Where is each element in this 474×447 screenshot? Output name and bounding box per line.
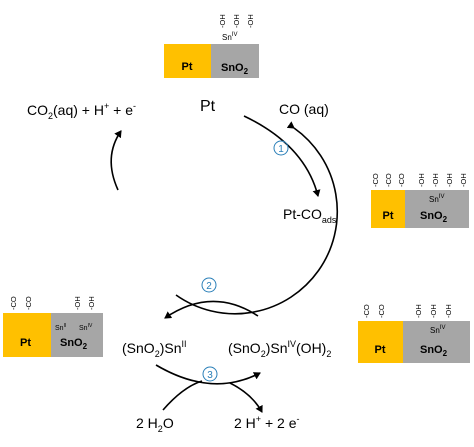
water-activation-arrow — [155, 364, 261, 385]
co-group-1: -CO — [371, 173, 380, 187]
surface-schematic-right: Pt SnO2 SnIV -CO -CO -CO -OH -OH -OH -OH — [371, 173, 469, 228]
pt-block — [358, 321, 403, 363]
sno2-block — [403, 321, 470, 363]
proton-electron-label: 2 H+ + 2 e- — [234, 414, 299, 431]
co-group-1: -CO — [9, 296, 18, 310]
oh-group-1: -OH — [218, 14, 227, 28]
oh-group-2: -OH — [87, 296, 96, 310]
pt-label: Pt — [182, 61, 193, 73]
co2-release-arrow — [110, 130, 122, 191]
sno2-block — [51, 313, 103, 357]
oh-group-1: -OH — [414, 304, 423, 318]
svg-text:2: 2 — [206, 281, 212, 292]
pt-block — [371, 190, 405, 228]
co-aq-label: CO (aq) — [279, 101, 329, 117]
water-in-arrow — [162, 380, 203, 411]
oh-group-3: -OH — [445, 173, 454, 187]
oh-group-2: -OH — [232, 14, 241, 28]
co-group-2: -CO — [24, 296, 33, 310]
pt-co-ads-label: Pt-COads — [283, 206, 337, 225]
oh-group-3: -OH — [444, 304, 453, 318]
cycle-arc-main — [175, 121, 339, 315]
oh-group-3: -OH — [246, 14, 255, 28]
step-2-marker: 2 — [201, 277, 217, 293]
sno2-label: SnO2 — [221, 62, 249, 76]
oh-group-1: -OH — [73, 296, 82, 310]
pt-co-ads-formation-arrow — [243, 115, 321, 197]
sno2-block — [405, 190, 469, 228]
svg-text:3: 3 — [207, 370, 213, 381]
surface-schematic-bottom-left: Pt SnO2 SnII SnIV -CO -CO -OH -OH — [3, 296, 103, 357]
co-group-3: -CO — [397, 173, 406, 187]
sn-iv-label: SnIV — [79, 323, 93, 332]
surface-schematic-top: Pt SnO2 SnIV -OH -OH -OH — [164, 14, 259, 78]
proton-out-arrow — [229, 382, 263, 413]
sno2-label: SnO2 — [60, 337, 88, 351]
oh-group-2: -OH — [431, 173, 440, 187]
co-group-1: -CO — [362, 304, 371, 318]
co-group-2: -CO — [377, 304, 386, 318]
water-label: 2 H2O — [136, 415, 174, 434]
oh-group-1: -OH — [417, 173, 426, 187]
pt-label: Pt — [383, 210, 394, 222]
sn-ii-label: SnII — [55, 323, 66, 332]
surface-schematic-bottom-right: Pt SnO2 SnIV -CO -CO -OH -OH -OH — [358, 304, 470, 363]
pt-block — [164, 44, 211, 78]
svg-text:1: 1 — [278, 144, 284, 155]
co-group-2: -CO — [384, 173, 393, 187]
co2-products-label: CO2(aq) + H+ + e- — [27, 101, 136, 121]
oh-group-2: -OH — [429, 304, 438, 318]
pt-label: Pt — [375, 344, 386, 356]
step-3-marker: 3 — [202, 366, 218, 382]
pt-label: Pt — [20, 337, 31, 349]
pt-center-label: Pt — [200, 98, 216, 115]
sno2-label: SnO2 — [420, 210, 448, 224]
sn-iv-label: SnIV — [222, 32, 237, 42]
sno2-sniv-oh2-label: (SnO2)SnIV(OH)2 — [228, 339, 331, 359]
sn-oxidation-arrow — [164, 300, 259, 319]
pt-block — [3, 313, 51, 357]
sno2-block — [211, 44, 259, 78]
oh-group-4: -OH — [459, 173, 468, 187]
sn-iv-label: SnIV — [429, 194, 444, 204]
step-1-marker: 1 — [273, 140, 289, 156]
sno2-snii-label: (SnO2)SnII — [122, 339, 187, 359]
sno2-label: SnO2 — [420, 344, 448, 358]
sn-iv-label: SnIV — [430, 325, 445, 335]
